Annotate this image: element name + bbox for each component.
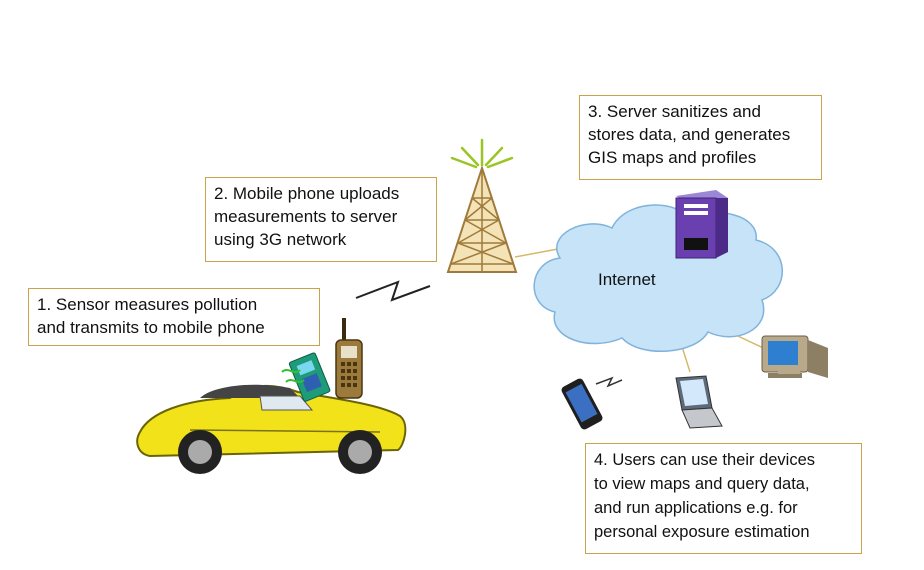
step-2-line: using 3G network: [214, 230, 347, 249]
cell-tower-icon: [446, 138, 518, 273]
step-4-line: 4. Users can use their devices: [594, 451, 816, 469]
step-2-box: 2. Mobile phone uploads measurements to …: [205, 177, 437, 262]
step-3-box: 3. Server sanitizes and stores data, and…: [579, 95, 822, 180]
laptop-icon: [675, 375, 723, 429]
step-4-line: and run applications e.g. for: [594, 499, 798, 517]
car-icon: [136, 384, 407, 474]
server-icon: [675, 190, 728, 259]
step-3-line: stores data, and generates: [588, 125, 791, 144]
step-2-line: 2. Mobile phone uploads: [214, 184, 400, 203]
desktop-computer-icon: [761, 335, 828, 378]
sensor-icon: [281, 352, 331, 402]
smartphone-icon: [561, 376, 623, 430]
internet-cloud-icon: [533, 204, 784, 353]
step-4-line: personal exposure estimation: [594, 523, 810, 541]
internet-label: Internet: [598, 270, 656, 289]
step-4-line: to view maps and query data,: [594, 475, 810, 493]
step-1-box: 1. Sensor measures pollution and transmi…: [28, 288, 320, 346]
wireless-signal-icon: [355, 280, 431, 302]
step-1-line: and transmits to mobile phone: [37, 318, 265, 337]
mobile-phone-icon: [335, 318, 363, 399]
step-2-line: measurements to server: [214, 207, 398, 226]
step-4-box: 4. Users can use their devices to view m…: [585, 443, 862, 554]
step-1-line: 1. Sensor measures pollution: [37, 295, 258, 314]
step-3-line: GIS maps and profiles: [588, 148, 757, 167]
step-3-line: 3. Server sanitizes and: [588, 102, 761, 121]
